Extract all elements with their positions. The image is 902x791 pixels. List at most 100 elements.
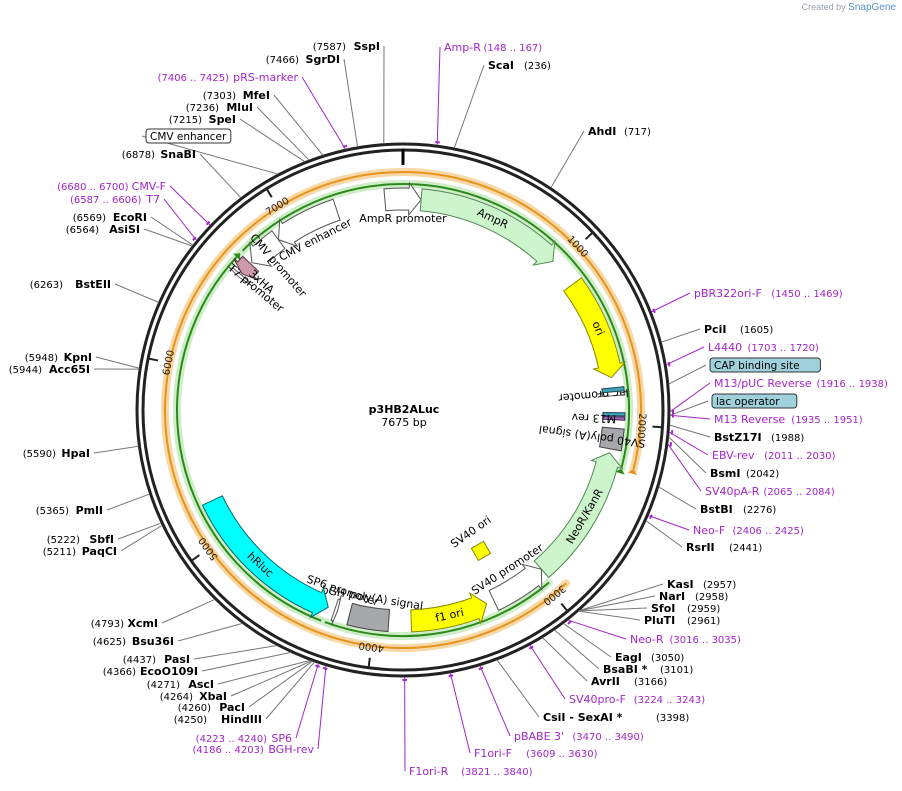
primer-arc-1 xyxy=(164,171,642,649)
site-csi[interactable]: CsiI - SexAI *(3398) xyxy=(543,711,689,724)
site-bghrev[interactable]: BGH-rev(4186 .. 4203) xyxy=(192,743,314,756)
site-hind3[interactable]: HindIII(4250) xyxy=(174,713,262,726)
site-sbf[interactable]: SbfI(5222) xyxy=(47,533,114,546)
feature-lac-promoter[interactable] xyxy=(597,389,630,397)
site-sca[interactable]: ScaI(236) xyxy=(488,59,551,72)
site-bstz17[interactable]: BstZ17I(1988) xyxy=(714,431,804,444)
site-neof[interactable]: Neo-F(2406 .. 2425) xyxy=(693,524,804,537)
site-sgrd[interactable]: SgrDI(7466) xyxy=(266,53,340,66)
feature-ampr[interactable] xyxy=(419,188,556,266)
site-acc65[interactable]: Acc65I(5944) xyxy=(9,363,90,376)
feature-ampr-promoter[interactable] xyxy=(383,181,422,217)
site-asisi[interactable]: AsiSI(6564) xyxy=(66,223,140,236)
site-asc[interactable]: AscI(4271) xyxy=(147,678,214,691)
site-f1orif[interactable]: F1ori-F(3609 .. 3630) xyxy=(474,747,598,760)
site-rsr2[interactable]: RsrII(2441) xyxy=(686,541,762,554)
leader-sca xyxy=(453,64,485,149)
leader-cap xyxy=(668,364,707,385)
site-cmvenh[interactable]: CMV enhancer xyxy=(145,128,232,144)
site-mfe[interactable]: MfeI(7303) xyxy=(203,89,270,102)
site-sfo[interactable]: SfoI(2959) xyxy=(651,602,720,615)
site-bsu36[interactable]: Bsu36I(4625) xyxy=(93,635,174,648)
site-pbr322[interactable]: pBR322ori-F(1450 .. 1469) xyxy=(694,287,843,300)
site-coord-sca: (236) xyxy=(524,61,551,72)
site-name-l4440: L4440 xyxy=(708,341,742,354)
site-name-cap: CAP binding site xyxy=(714,360,800,372)
site-nar[interactable]: NarI(2958) xyxy=(659,590,728,603)
site-pml[interactable]: PmlI(5365) xyxy=(36,504,103,517)
site-pci[interactable]: PciI(1605) xyxy=(704,323,773,336)
feature-cmvenh[interactable] xyxy=(277,198,341,248)
feature-sv40prom[interactable] xyxy=(488,563,543,612)
site-pac[interactable]: PacI(4260) xyxy=(178,701,245,714)
site-kas[interactable]: KasI(2957) xyxy=(667,578,736,591)
site-lacop[interactable]: lac operator xyxy=(711,393,798,409)
primer-arc-head-3 xyxy=(233,253,241,261)
site-cmvf[interactable]: CMV-F(6680 .. 6700) xyxy=(57,180,166,193)
leader-pml xyxy=(106,493,150,511)
site-paqc[interactable]: PaqCI(5211) xyxy=(43,545,117,558)
feature-3xha[interactable] xyxy=(233,255,260,281)
site-bstbi[interactable]: BstBI(2276) xyxy=(700,503,776,516)
site-t7[interactable]: T7(6587 .. 6606) xyxy=(70,193,160,206)
site-coord-pas: (4437) xyxy=(123,655,156,666)
feature-t7prom[interactable] xyxy=(227,265,253,287)
site-xba[interactable]: XbaI(4264) xyxy=(160,690,227,703)
feature-ori[interactable] xyxy=(563,277,627,379)
site-cap[interactable]: CAP binding site xyxy=(709,357,821,373)
site-coord-eco0109: (4366) xyxy=(103,667,136,678)
site-sv40pa[interactable]: SV40pA-R(2065 .. 2084) xyxy=(705,485,835,498)
site-l4440[interactable]: L4440(1703 .. 1720) xyxy=(708,341,819,354)
leader-ebvrev xyxy=(668,431,709,456)
site-spe[interactable]: SpeI(7215) xyxy=(169,113,236,126)
site-ecori[interactable]: EcoRI(6569) xyxy=(73,211,147,224)
feature-sv40-ori[interactable] xyxy=(470,540,492,562)
feature-sv40pa[interactable] xyxy=(598,426,625,452)
feature-m13rev[interactable] xyxy=(602,415,626,421)
site-bsabi[interactable]: BsaBI *(3101) xyxy=(603,663,693,676)
site-bsmi[interactable]: BsmI(2042) xyxy=(710,467,779,480)
site-ahd[interactable]: AhdI(717) xyxy=(588,125,651,138)
feature-bgh[interactable] xyxy=(346,602,391,633)
feature-cap[interactable] xyxy=(601,386,625,394)
site-eagi[interactable]: EagI(3050) xyxy=(615,651,684,664)
site-pbabe[interactable]: pBABE 3'(3470 .. 3490) xyxy=(514,730,644,743)
site-plut[interactable]: PluTI(2961) xyxy=(644,614,720,627)
site-hpa[interactable]: HpaI(5590) xyxy=(23,447,90,460)
site-bsteii[interactable]: BstEII(6263) xyxy=(30,278,111,291)
site-mlu[interactable]: MluI(7236) xyxy=(186,101,253,114)
site-ssp[interactable]: SspI(7587) xyxy=(313,40,380,53)
site-xcm[interactable]: XcmI(4793) xyxy=(91,617,158,630)
feature-f1ori[interactable] xyxy=(410,591,488,633)
tick-4000 xyxy=(367,657,371,668)
site-f1orir[interactable]: F1ori-R(3821 .. 3840) xyxy=(409,765,533,778)
site-prsm[interactable]: pRS-marker(7406 .. 7425) xyxy=(158,71,299,84)
site-eco0109[interactable]: EcoO109I(4366) xyxy=(103,665,198,678)
site-coord-pml: (5365) xyxy=(36,506,69,517)
site-snab[interactable]: SnaBI(6878) xyxy=(122,148,196,161)
site-coord-paqc: (5211) xyxy=(43,547,76,558)
leader-paqc xyxy=(120,524,163,552)
site-name-ampr: Amp-R xyxy=(444,41,481,54)
leader-bghrev xyxy=(317,665,327,750)
site-pas[interactable]: PasI(4437) xyxy=(123,653,190,666)
site-name-lacop: lac operator xyxy=(716,396,780,408)
site-sp6p[interactable]: SP6(4223 .. 4240) xyxy=(196,732,292,745)
site-m13puc[interactable]: M13/pUC Reverse(1916 .. 1938) xyxy=(714,377,888,390)
site-ebvrev[interactable]: EBV-rev(2011 .. 2030) xyxy=(712,449,836,462)
leader-ahd xyxy=(550,130,585,188)
site-sv40prof[interactable]: SV40pro-F(3224 .. 3243) xyxy=(569,693,705,706)
site-kpn[interactable]: KpnI(5948) xyxy=(25,351,92,364)
site-coord-mlu: (7236) xyxy=(186,103,219,114)
leader-snab xyxy=(199,153,242,199)
feature-sp6[interactable] xyxy=(330,594,342,626)
feature-hrluc[interactable] xyxy=(201,495,329,619)
site-neor[interactable]: Neo-R(3016 .. 3035) xyxy=(630,633,741,646)
site-ampr[interactable]: Amp-R(148 .. 167) xyxy=(444,41,542,54)
primer-arc-head-1 xyxy=(627,469,638,476)
site-coord-neof: (2406 .. 2425) xyxy=(733,526,805,537)
feature-lacop[interactable] xyxy=(602,411,626,417)
site-avr2[interactable]: AvrII(3166) xyxy=(591,675,667,688)
site-name-sbf: SbfI xyxy=(89,533,114,546)
site-m13r[interactable]: M13 Reverse(1935 .. 1951) xyxy=(714,413,863,426)
